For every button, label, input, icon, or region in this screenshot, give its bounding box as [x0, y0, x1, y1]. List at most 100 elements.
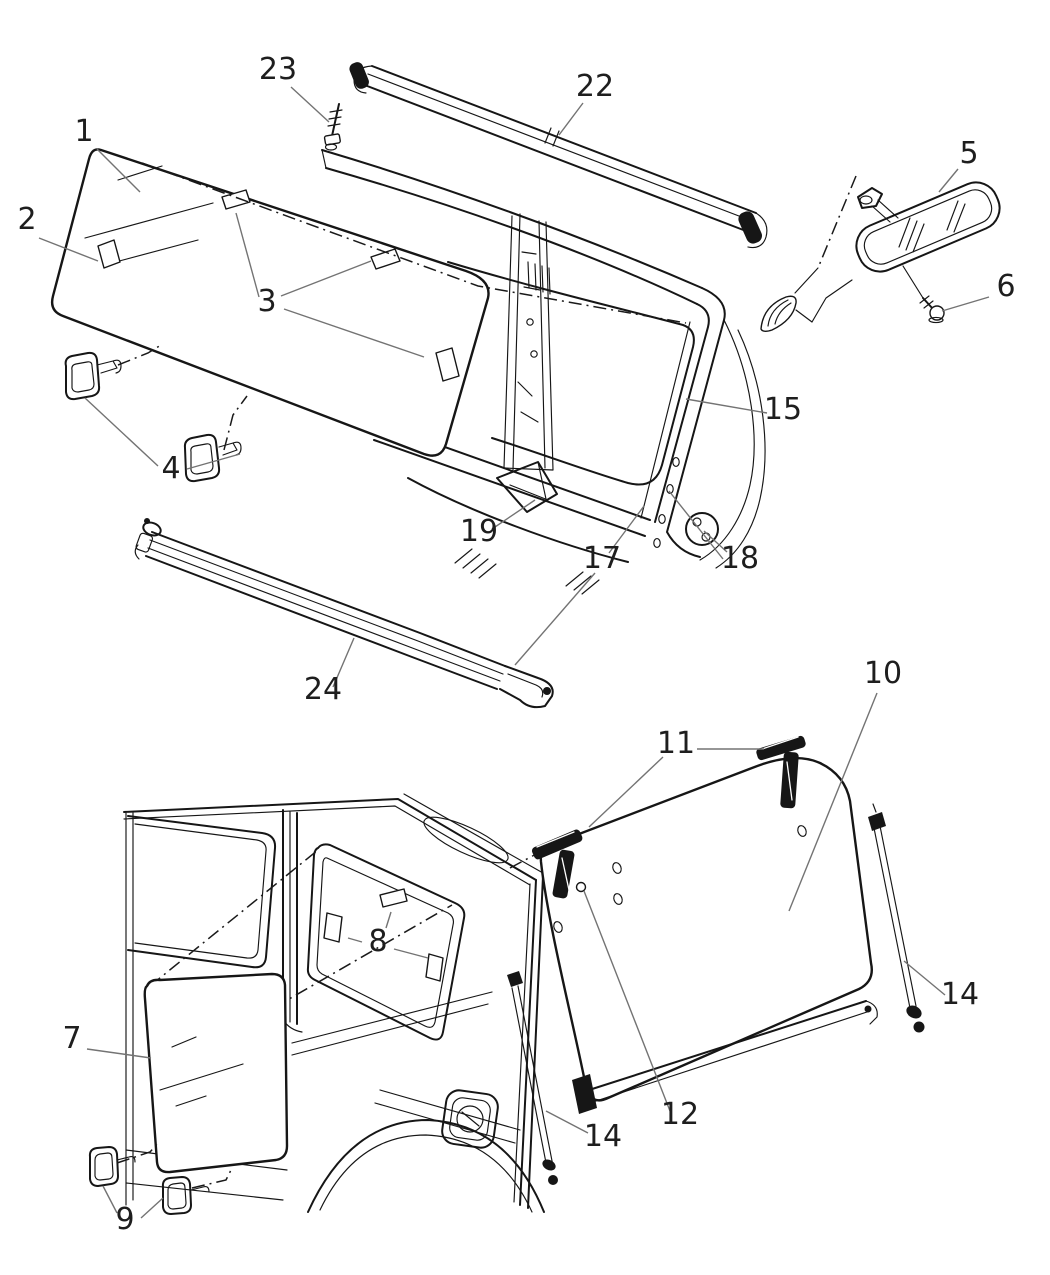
plenum-line: [545, 221, 554, 471]
bracket-outer: [161, 1176, 192, 1215]
door-window: [127, 815, 277, 969]
callout-3: 3: [257, 284, 276, 319]
glass-hole: [613, 893, 623, 905]
cowl-vent: [496, 461, 558, 513]
end-bracket: [135, 532, 154, 553]
strip-line: [149, 539, 504, 675]
strut-ball: [913, 1021, 925, 1033]
glass-hole: [797, 825, 807, 837]
spacer-block: [323, 912, 343, 943]
spacer-block: [425, 953, 444, 982]
mirror-body: [855, 181, 1001, 273]
bracket-inner: [71, 361, 95, 393]
door-edge: [125, 812, 134, 1206]
screw-head: [323, 133, 341, 146]
callout-19: 19: [460, 514, 498, 549]
hinge-pin: [575, 881, 587, 893]
wheel-arch: [307, 1119, 545, 1213]
windshield-glass: [50, 148, 490, 457]
mirror-screw-line: [902, 265, 924, 299]
vent-inner: [509, 461, 549, 501]
end-hook-inner: [507, 673, 544, 698]
bracket-dashline: [223, 395, 248, 451]
strip-line: [145, 555, 498, 690]
fender-curl-2: [715, 329, 766, 569]
strut-collar: [906, 1005, 922, 1019]
lower-trim-bar: [572, 1000, 878, 1114]
d-pillar: [519, 875, 544, 1209]
plenum-bolt: [530, 350, 538, 358]
leader-6: [941, 296, 990, 312]
screw-head: [929, 305, 945, 321]
rail-end-left-curl: [353, 65, 373, 94]
liftgate-strut-installed: [507, 971, 558, 1185]
cowl-hatch: [454, 548, 497, 579]
flip-glass-hinge-left: [531, 829, 587, 899]
end-clamp: [142, 521, 162, 537]
body-crease: [374, 1089, 521, 1144]
leader-9b: [140, 1197, 164, 1219]
mount-cover-wedge: [760, 295, 797, 332]
leader-8a: [347, 937, 363, 943]
glass-outline: [50, 148, 490, 457]
filler-bezel: [441, 1089, 499, 1149]
leader-18b: [668, 490, 724, 560]
leader-19: [491, 499, 536, 530]
rail-line: [367, 73, 753, 222]
callout-23: 23: [259, 52, 297, 87]
opening-edge: [447, 261, 695, 486]
weatherstrip: [134, 518, 554, 709]
filler-cap: [456, 1105, 484, 1133]
bar-end-stud: [864, 1005, 872, 1013]
glass-hole: [612, 862, 622, 874]
bracket-outer: [183, 433, 221, 483]
screw-threads: [919, 295, 934, 309]
roof-edge: [123, 798, 537, 881]
callout-15: 15: [764, 392, 802, 427]
rail-line: [361, 83, 747, 232]
filler-bezel-inner: [449, 1097, 491, 1141]
leader-3c: [283, 308, 425, 358]
mirror-reflections: [898, 200, 966, 253]
mirror-dashline: [817, 175, 857, 269]
hinge-detail: [761, 736, 799, 801]
end-screw: [144, 518, 150, 524]
leader-lines: [38, 86, 990, 1219]
callout-1: 1: [74, 114, 93, 149]
strut-rod: [873, 825, 917, 1009]
header-outer: [321, 149, 703, 289]
header-screw: [323, 103, 343, 151]
leader-5: [938, 168, 959, 193]
flip-glass-assembly: [509, 735, 878, 1114]
leader-22: [558, 102, 584, 136]
bar-line: [588, 1000, 867, 1091]
screw-shank: [331, 103, 340, 137]
leader-23: [290, 86, 330, 123]
rail-end-left: [349, 62, 369, 89]
hinge-arm: [531, 829, 583, 860]
mount-arm: [871, 199, 899, 223]
filler-cap-slot: [461, 1111, 480, 1127]
mirror-outline: [855, 181, 1001, 273]
pillar-hole: [658, 514, 666, 524]
corner-outer: [666, 287, 726, 558]
spacer-block: [435, 347, 460, 382]
plenum-line: [512, 213, 521, 471]
bracket-inner: [94, 1152, 114, 1181]
callout-14-right: 14: [941, 977, 979, 1012]
callout-12: 12: [661, 1097, 699, 1132]
rail-line: [371, 65, 757, 214]
callout-7: 7: [62, 1021, 81, 1056]
strip-end-left: [134, 518, 162, 560]
hinge-leg: [552, 849, 575, 899]
rail-end-right-curl: [747, 212, 768, 249]
callout-5: 5: [959, 136, 978, 171]
leader-9a: [102, 1185, 118, 1214]
bracket-outer: [64, 351, 101, 401]
callout-14-bottom: 14: [584, 1119, 622, 1154]
rail-end-right: [738, 211, 762, 244]
strut-top-cap: [868, 812, 886, 831]
leader-12: [583, 890, 671, 1112]
strip-line: [147, 547, 501, 682]
leader-18a: [703, 530, 728, 553]
